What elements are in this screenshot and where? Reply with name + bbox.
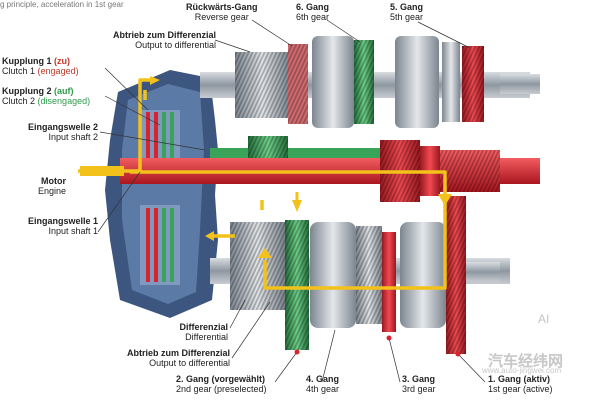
watermark-cn: 汽车经纬网: [488, 353, 564, 370]
watermark-ai: AI: [538, 312, 550, 326]
top-caption: g principle, acceleration in 1st gear: [0, 0, 124, 9]
fourth-gear: [310, 222, 356, 328]
upper-output-shaft: [200, 36, 540, 128]
callout-dots: [294, 335, 461, 357]
flow-arrows: [150, 76, 452, 258]
clutch-housing: [105, 70, 218, 318]
fifth-gear: [395, 36, 439, 128]
third-gear: [382, 232, 396, 332]
label-clutch-2: Kupplung 2 (auf) Clutch 2 (disengaged): [2, 86, 91, 106]
watermark-url: www.auto-jingwei.com: [482, 366, 562, 375]
power-flow-path: [78, 78, 447, 290]
label-clutch-1: Kupplung 1 (zu) Clutch 1 (engaged): [2, 56, 79, 76]
sixth-gear: [312, 36, 354, 128]
lower-output-shaft: [210, 196, 510, 354]
label-1st-gear: 1. Gang (aktiv)1st gear (active): [488, 374, 553, 394]
leader-lines: [97, 19, 486, 383]
label-2nd-gear: 2. Gang (vorgewählt)2nd gear (preselecte…: [176, 374, 267, 394]
